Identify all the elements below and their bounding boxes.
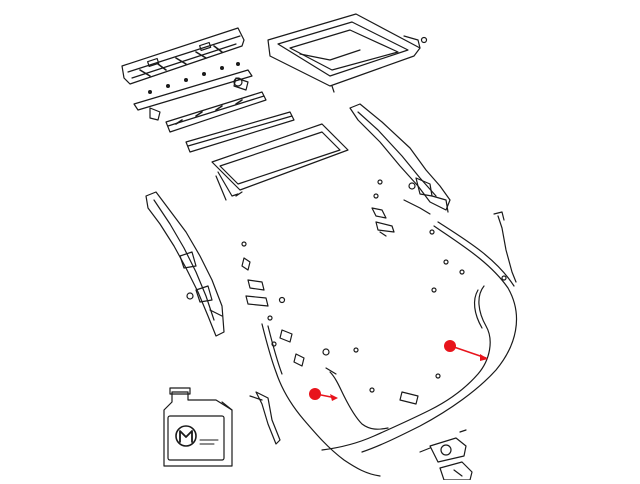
right-drain-hose-callout xyxy=(444,340,488,361)
right-side-rail xyxy=(349,103,451,215)
front-bow xyxy=(133,69,253,121)
left-bracket xyxy=(249,391,281,445)
rear-header-panel xyxy=(267,13,428,93)
left-side-rail xyxy=(145,191,225,337)
front-header-panel xyxy=(121,27,245,85)
fluid-bottle xyxy=(163,387,233,467)
right-rail-fasteners xyxy=(371,193,395,237)
right-drain-tube xyxy=(361,211,518,453)
header-fasteners xyxy=(148,62,240,94)
rear-bow-frame xyxy=(211,123,349,201)
middle-bow-2 xyxy=(185,111,295,153)
middle-bow-1 xyxy=(165,91,267,133)
left-drain-hose-callout xyxy=(309,388,338,401)
actuator-assembly xyxy=(419,429,473,481)
center-fasteners xyxy=(241,241,441,405)
left-drain-hose xyxy=(261,323,389,477)
mopar-m-logo xyxy=(175,425,219,447)
right-fasteners xyxy=(429,229,507,293)
right-drain-hose xyxy=(321,285,491,451)
